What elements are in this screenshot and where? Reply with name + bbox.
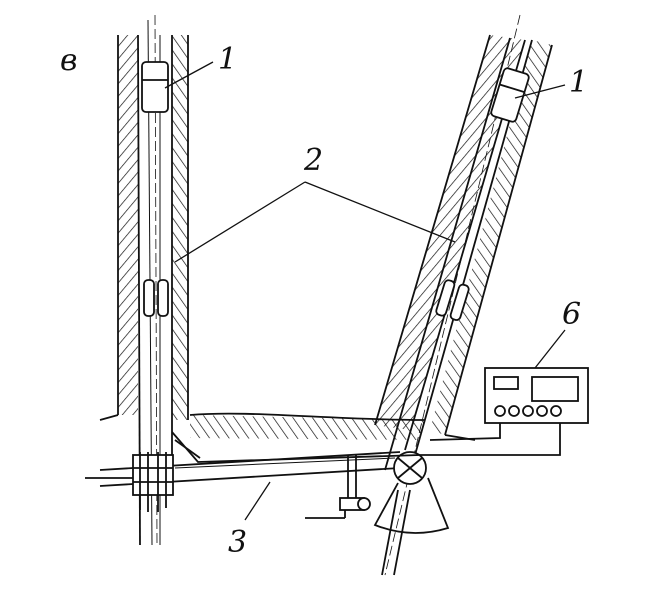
protractor-sector: [373, 477, 450, 534]
label-1-left: 1: [218, 42, 238, 77]
soil-hatching-right-outer: [374, 34, 525, 430]
left-clamp: [132, 452, 174, 512]
soil-hatching-left-outer: [117, 35, 138, 415]
figure-letter: в: [60, 43, 78, 78]
label-1-right: 1: [569, 65, 589, 100]
label-2-sensors: 2: [304, 143, 324, 178]
inclinometer-top-right: [490, 67, 530, 123]
readout-device: [484, 367, 589, 424]
leader-lines: [164, 61, 566, 521]
sensor-left-pair: [143, 279, 169, 317]
soil-hatching-right-inner: [430, 40, 553, 436]
soil-hatching-left-inner: [172, 35, 189, 420]
middle-clamp-handle: [305, 455, 371, 519]
inclinometer-top-left: [141, 61, 169, 113]
sensor-right-pair: [435, 279, 470, 321]
hinge-joint: [393, 451, 427, 485]
label-6-readout: 6: [562, 297, 582, 332]
signal-cables: [171, 412, 561, 463]
label-3-rod: 3: [228, 525, 248, 560]
